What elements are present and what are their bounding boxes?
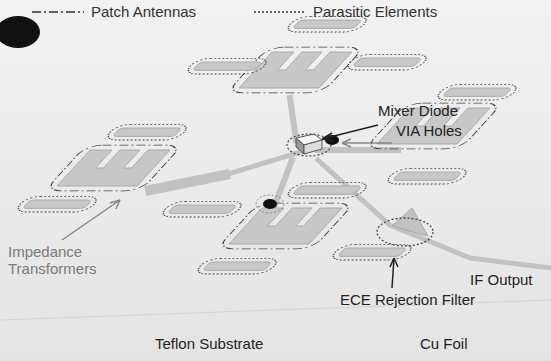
- legend-item: Parasitic Elements: [252, 3, 437, 20]
- part-label: ECE Rejection Filter: [340, 292, 475, 309]
- legend-item: Patch Antennas: [30, 3, 196, 20]
- signal-label: IF Output: [470, 272, 533, 289]
- legend-text: Patch Antennas: [91, 3, 196, 20]
- legend-swatch: [30, 4, 86, 20]
- legend-swatch: [252, 4, 308, 20]
- part-label: Mixer Diode: [378, 103, 458, 120]
- part-label: VIA Holes: [396, 123, 462, 140]
- material-label: Cu Foil: [420, 336, 468, 353]
- material-label: Teflon Substrate: [155, 336, 263, 353]
- legend-text: Parasitic Elements: [313, 3, 437, 20]
- part-label: Impedance Transformers: [8, 244, 133, 277]
